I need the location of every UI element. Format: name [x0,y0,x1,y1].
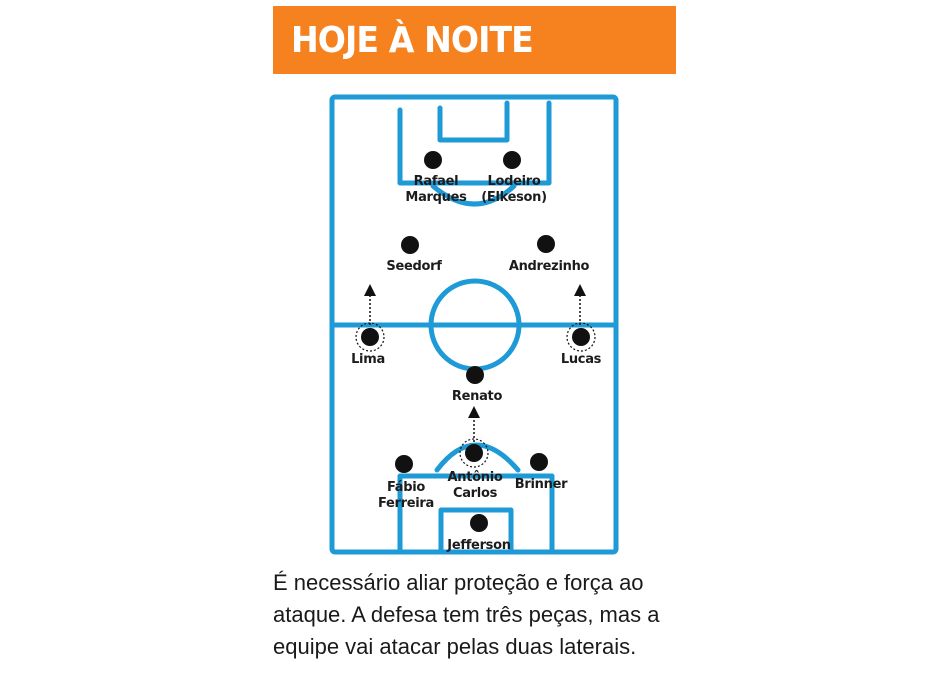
top-penalty-arc [430,183,517,207]
header-title: HOJE À NOITE [291,20,534,61]
player-dot-seedorf [401,236,419,254]
player-label-fabio-ferreira: Fábio Ferreira [378,480,434,512]
top-penalty-area [397,100,552,186]
player-dot-rafael-marques [424,151,442,169]
caption-line: equipe vai atacar pelas duas laterais. [273,634,637,659]
bottom-penalty-area [397,473,555,553]
label-line: Lodeiro [487,174,541,189]
player-dot-andrezinho [537,235,555,253]
lucas-ring [566,322,596,352]
label-line: Marques [405,190,467,205]
label-line: (Elkeson) [481,190,547,205]
player-dot-renato [466,366,484,384]
player-dot-jefferson [470,514,488,532]
antonio-carlos-ring [459,438,489,468]
top-goal-area [437,100,510,143]
player-dot-fabio-ferreira [395,455,413,473]
caption-text: É necessário aliar proteção e força ao a… [273,567,693,663]
player-label-lodeiro: Lodeiro (Elkeson) [481,174,547,206]
caption-line: ataque. A defesa tem três peças, mas a [273,602,660,627]
player-dot-lodeiro [503,151,521,169]
header-banner: HOJE À NOITE [273,6,676,74]
player-label-seedorf: Seedorf [386,259,442,274]
player-label-rafael-marques: Rafael Marques [405,174,466,206]
player-dot-lucas [572,328,590,346]
caption-line: É necessário aliar proteção e força ao [273,570,644,595]
player-dot-antonio-carlos [465,444,483,462]
player-dot-brinner [530,453,548,471]
player-label-renato: Renato [451,389,503,404]
label-line: Fábio [386,480,426,495]
bottom-goal-area [438,507,514,553]
player-label-antonio-carlos: Antônio Carlos [447,470,502,502]
lima-ring [355,322,385,352]
player-label-lima: Lima [351,352,385,367]
player-dot-lima [361,328,379,346]
label-line: Antônio [447,470,503,485]
player-label-andrezinho: Andrezinho [508,259,590,274]
label-line: Rafael [413,174,459,189]
label-line: Carlos [452,486,498,501]
player-label-brinner: Brinner [514,477,568,492]
player-label-lucas: Lucas [560,352,602,367]
player-label-jefferson: Jefferson [447,538,511,553]
label-line: Ferreira [377,496,435,511]
